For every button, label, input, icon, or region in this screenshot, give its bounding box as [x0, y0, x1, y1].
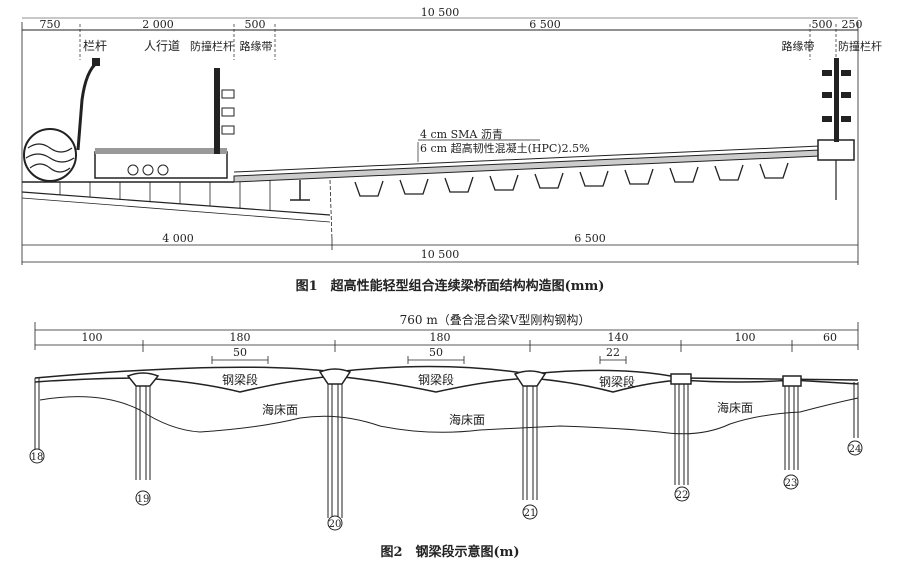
- pier-23-label: 23: [785, 478, 798, 489]
- seabed-line: [39, 396, 859, 435]
- pier-21-label: 21: [524, 508, 537, 519]
- u-ribs: [354, 162, 789, 197]
- crash-barrier-right-post: [834, 58, 839, 142]
- pile-groups: [34, 378, 859, 518]
- seabed-label-3: 海床面: [717, 400, 753, 415]
- label-sma-layer: 4 cm SMA 沥青: [420, 128, 503, 141]
- steel-seg-2-label: 钢梁段: [418, 372, 454, 387]
- dim-500-right: 500: [812, 18, 833, 31]
- label-sidewalk: 人行道: [144, 39, 180, 53]
- dim-6500-top: 6 500: [529, 18, 561, 31]
- label-crash-barrier-right: 防撞栏杆: [838, 39, 882, 53]
- span-2: 180: [230, 331, 251, 344]
- dim-4000: 4 000: [162, 232, 194, 245]
- pier-22-label: 22: [676, 490, 689, 501]
- steel-seg-1-len: 50: [233, 346, 247, 359]
- figure-1: 10 500 750 2 000 500 6 500 500 250 栏杆 人行…: [21, 6, 882, 294]
- bridge-total-label: 760 m（叠合混合梁V型刚构钢构）: [400, 312, 591, 327]
- duct-hole: [157, 164, 169, 176]
- span-6: 60: [823, 331, 837, 344]
- crash-barrier-left-post: [214, 68, 220, 154]
- steel-seg-1-label: 钢梁段: [222, 372, 258, 387]
- dim-750: 750: [40, 18, 61, 31]
- caption-figure-2: 图2 钢梁段示意图(m): [380, 544, 519, 560]
- pier-markers: 18 19 20 21 22 23 24: [29, 440, 863, 531]
- top-total-dim: 10 500: [421, 6, 460, 19]
- globe-lamp-icon: [23, 128, 77, 182]
- pier-19-label: 19: [137, 494, 150, 505]
- bottom-total-dim: 10 500: [421, 248, 460, 261]
- seabed-label-1: 海床面: [262, 402, 298, 417]
- duct-hole: [127, 164, 139, 176]
- steel-seg-3-len: 22: [606, 346, 620, 359]
- lamp-post: [76, 60, 99, 151]
- pier-24-label: 24: [849, 444, 862, 455]
- label-curb-left: 路缘带: [240, 40, 273, 53]
- pier-18-label: 18: [31, 452, 44, 463]
- steel-seg-2-len: 50: [429, 346, 443, 359]
- span-3: 180: [430, 331, 451, 344]
- dim-6500-bottom: 6 500: [574, 232, 606, 245]
- crash-barrier-right-base: [817, 139, 855, 161]
- label-hpc-layer: 6 cm 超高韧性混凝土(HPC)2.5%: [420, 141, 590, 155]
- seabed-label-2: 海床面: [449, 412, 485, 427]
- caption-figure-1: 图1 超高性能轻型组合连续梁桥面结构构造图(mm): [296, 278, 605, 294]
- pier-caps: [126, 368, 802, 387]
- label-railing: 栏杆: [83, 38, 107, 53]
- span-1: 100: [82, 331, 103, 344]
- figure-2: 760 m（叠合混合梁V型刚构钢构） 100 180 180 140 100 6…: [29, 312, 863, 560]
- label-crash-barrier-left: 防撞栏杆: [190, 39, 234, 53]
- dim-250: 250: [842, 18, 863, 31]
- lamp-head: [92, 58, 100, 66]
- span-5: 100: [735, 331, 756, 344]
- label-curb-right: 路缘带: [782, 40, 815, 53]
- duct-hole: [142, 164, 154, 176]
- pier-20-label: 20: [329, 519, 342, 530]
- dim-500-left: 500: [245, 18, 266, 31]
- steel-seg-3-label: 钢梁段: [599, 374, 635, 389]
- span-4: 140: [608, 331, 629, 344]
- girder-top: [34, 365, 859, 381]
- dim-2000: 2 000: [142, 18, 174, 31]
